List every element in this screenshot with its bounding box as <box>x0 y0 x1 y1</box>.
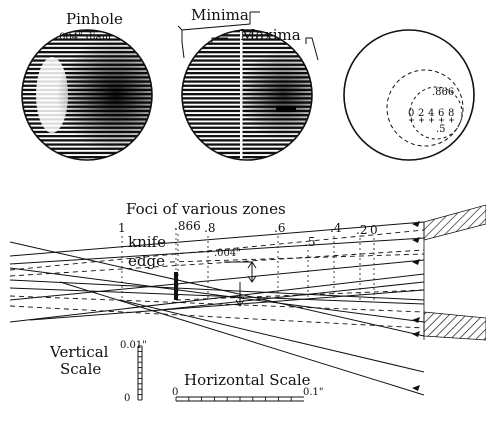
edge-label: edge <box>128 252 165 270</box>
zone-tick-label-0: 1 <box>118 221 126 235</box>
vertical-scale <box>137 345 143 401</box>
vertical-scale-bottom: 0 <box>124 393 130 404</box>
zone-bottom-label: .5 <box>436 124 446 135</box>
ray-arrow-0 <box>412 221 420 227</box>
zone-mark-3: 6 <box>438 108 444 119</box>
horizontal-scale-label: Horizontal Scale <box>184 371 311 389</box>
vertical-scale-top: 0.01" <box>120 340 147 351</box>
knife-label: knife <box>128 233 166 251</box>
minima-maxima-brackets <box>177 11 319 61</box>
foci-title: Foci of various zones <box>126 200 286 218</box>
ray-3 <box>9 273 425 323</box>
ray-11 <box>9 279 425 301</box>
dashed-ray-0 <box>9 229 425 271</box>
ray-5 <box>9 267 425 323</box>
zone-mark-2: 4 <box>428 108 434 119</box>
ray-arrow-4 <box>412 331 420 337</box>
zone-top-label: .866 <box>432 87 454 98</box>
ray-arrow-5 <box>412 385 420 391</box>
ray-arrow-2 <box>412 259 420 265</box>
zone-map-disc <box>343 29 475 161</box>
pinhole-disc <box>21 29 153 161</box>
zone-tick-label-7: 0 <box>370 223 378 237</box>
ray-lines <box>9 221 425 396</box>
ray-2 <box>9 259 425 301</box>
horizontal-scale-right: 0.1" <box>303 387 324 398</box>
pinhole-diameter-label: .004" diam <box>56 32 112 43</box>
gap-label: .004" <box>214 248 241 259</box>
maxima-label: Maxima <box>240 26 301 44</box>
zone-mark-4: 8 <box>448 108 454 119</box>
ray-0 <box>9 221 425 257</box>
dashed-ray-3 <box>9 305 425 329</box>
minima-label: Minima <box>191 6 249 24</box>
gap-marker <box>224 261 257 307</box>
zone-mark-1: 2 <box>418 108 424 119</box>
ray-arrow-1 <box>412 237 420 243</box>
pinhole-label: Pinhole <box>66 10 123 28</box>
zone-tick-label-6: .2 <box>356 223 367 237</box>
dashed-ray-lines <box>9 229 425 329</box>
zone-tick-label-3: .6 <box>274 221 285 235</box>
ray-10 <box>29 289 425 321</box>
dashed-ray-2 <box>9 295 425 313</box>
ray-9 <box>159 281 425 311</box>
zone-tick-label-4: .5 <box>304 235 315 249</box>
zone-tick-label-2: .8 <box>204 221 215 235</box>
horizontal-scale-left: 0 <box>172 387 178 398</box>
zone-mark-0: 0 <box>408 108 414 119</box>
vertical-label: Vertical <box>49 343 109 361</box>
ray-arrow-3 <box>412 317 420 323</box>
vertical-scale-word: Scale <box>60 360 101 378</box>
ray-8 <box>119 299 425 373</box>
mirror-top-hatch <box>423 204 486 241</box>
ray-7 <box>59 281 425 396</box>
zone-tick-label-1: .866 <box>174 219 201 233</box>
ray-1 <box>9 237 425 265</box>
zone-tick-label-5: .4 <box>330 221 342 235</box>
horizontal-scale <box>175 396 304 402</box>
ray-6 <box>9 241 425 337</box>
knife-edge-disc <box>181 29 313 161</box>
ray-4 <box>9 287 425 305</box>
dashed-ray-4 <box>169 253 425 263</box>
mirror-bottom-hatch <box>423 311 486 341</box>
dashed-ray-1 <box>9 249 425 277</box>
knife-edge-blade <box>174 272 178 300</box>
